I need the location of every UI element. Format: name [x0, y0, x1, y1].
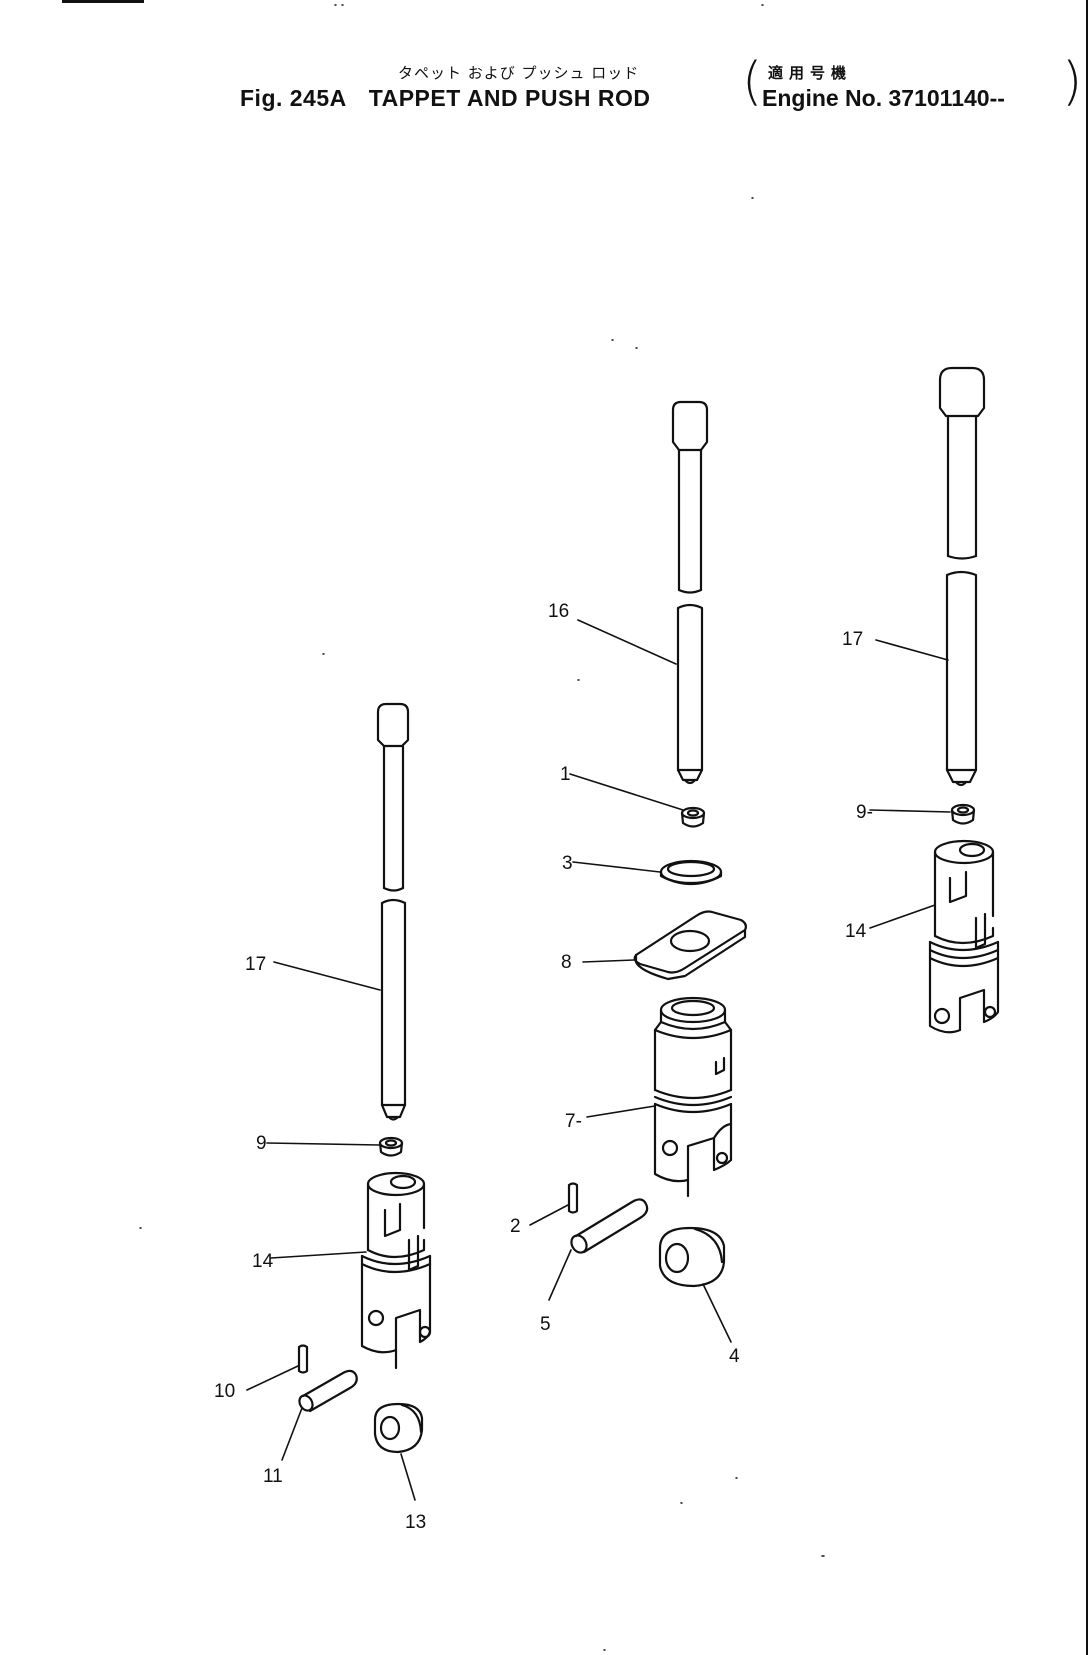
callout-3: 3	[562, 853, 573, 874]
part-11-roller-pin	[298, 1369, 358, 1413]
part-17-push-rod-right	[945, 570, 978, 787]
center-push-rod-assembly	[567, 400, 747, 1288]
part-16-push-rod	[676, 603, 704, 785]
callout-17-left: 17	[245, 954, 266, 975]
callout-2: 2	[510, 1216, 521, 1237]
callout-1: 1	[560, 764, 571, 785]
part-3-ring	[659, 859, 723, 886]
callout-7: 7-	[565, 1111, 582, 1132]
callout-17-right: 17	[842, 629, 863, 650]
figure-number: Fig. 245A	[240, 85, 347, 111]
callout-4: 4	[729, 1346, 740, 1367]
callout-9-right: 9-	[856, 802, 873, 823]
right-parenthesis-glyph: )	[1062, 52, 1083, 112]
title-japanese: タペット および プッシュ ロッド	[398, 64, 640, 82]
left-push-rod-assembly	[297, 702, 432, 1454]
part-13-roller	[373, 1402, 424, 1454]
callout-14-right: 14	[845, 921, 867, 942]
figure-title-text: TAPPET AND PUSH ROD	[368, 85, 651, 111]
right-border-line	[1086, 0, 1088, 1655]
callout-11: 11	[263, 1466, 283, 1487]
scan-specks	[139, 4, 825, 1651]
part-9-cap-left	[378, 1136, 404, 1157]
leader-lines	[246, 619, 951, 1501]
top-border-line	[62, 0, 144, 3]
figure-title: Fig. 245A TAPPET AND PUSH ROD	[240, 85, 650, 112]
part-4-roller	[658, 1226, 726, 1288]
center-push-rod-upper	[671, 400, 709, 594]
callout-8: 8	[561, 952, 572, 973]
callout-labels: 16 1 3 8 7- 2 5 4 17 9- 14 17 9 14 10 11…	[214, 601, 873, 1533]
part-14-tappet-left	[360, 1171, 432, 1370]
callout-10: 10	[214, 1381, 235, 1402]
part-17-push-rod-left	[380, 898, 407, 1121]
left-push-rod-upper	[376, 702, 410, 892]
callout-14-left: 14	[252, 1251, 274, 1272]
part-7-tappet	[653, 996, 733, 1198]
part-1-cap	[680, 806, 706, 828]
callout-9-left: 9	[256, 1133, 267, 1154]
part-8-plate	[633, 910, 747, 981]
callout-13: 13	[405, 1512, 426, 1533]
left-parenthesis-glyph: (	[742, 52, 763, 112]
applicability-japanese: 適用号機	[768, 64, 853, 82]
part-9-cap-right	[950, 803, 976, 825]
part-14-tappet-right	[928, 839, 1000, 1034]
callout-16: 16	[548, 601, 569, 622]
callout-5: 5	[540, 1314, 551, 1335]
right-push-rod-assembly	[928, 366, 1000, 1034]
part-10-pin	[297, 1344, 309, 1374]
part-2-pin	[567, 1182, 579, 1214]
right-push-rod-upper	[938, 366, 986, 560]
applicability-engine-number: Engine No. 37101140--	[762, 85, 1005, 111]
part-5-roller-pin	[570, 1198, 649, 1254]
